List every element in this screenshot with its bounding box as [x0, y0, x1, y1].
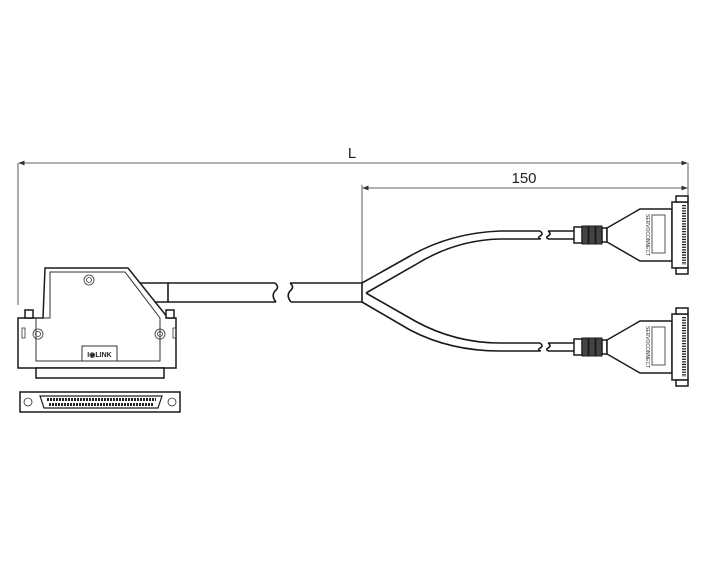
dimension-label-l: L: [348, 145, 356, 162]
branch-connector-bottom-label: SERVOCONNECT: [644, 326, 650, 368]
branch-connector-bottom: [572, 306, 690, 388]
main-connector: I◉LINK: [17, 267, 181, 413]
branch-connector-top: [572, 194, 690, 276]
main-cable: [128, 230, 576, 352]
branch-connector-top-label: SERVOCONNECT: [644, 214, 650, 256]
io-link-logo: I◉LINK: [87, 352, 111, 359]
dimension-branch-length: 150: [361, 170, 688, 283]
dimension-label-150: 150: [511, 170, 536, 187]
dimension-overall-length: L: [17, 145, 689, 305]
